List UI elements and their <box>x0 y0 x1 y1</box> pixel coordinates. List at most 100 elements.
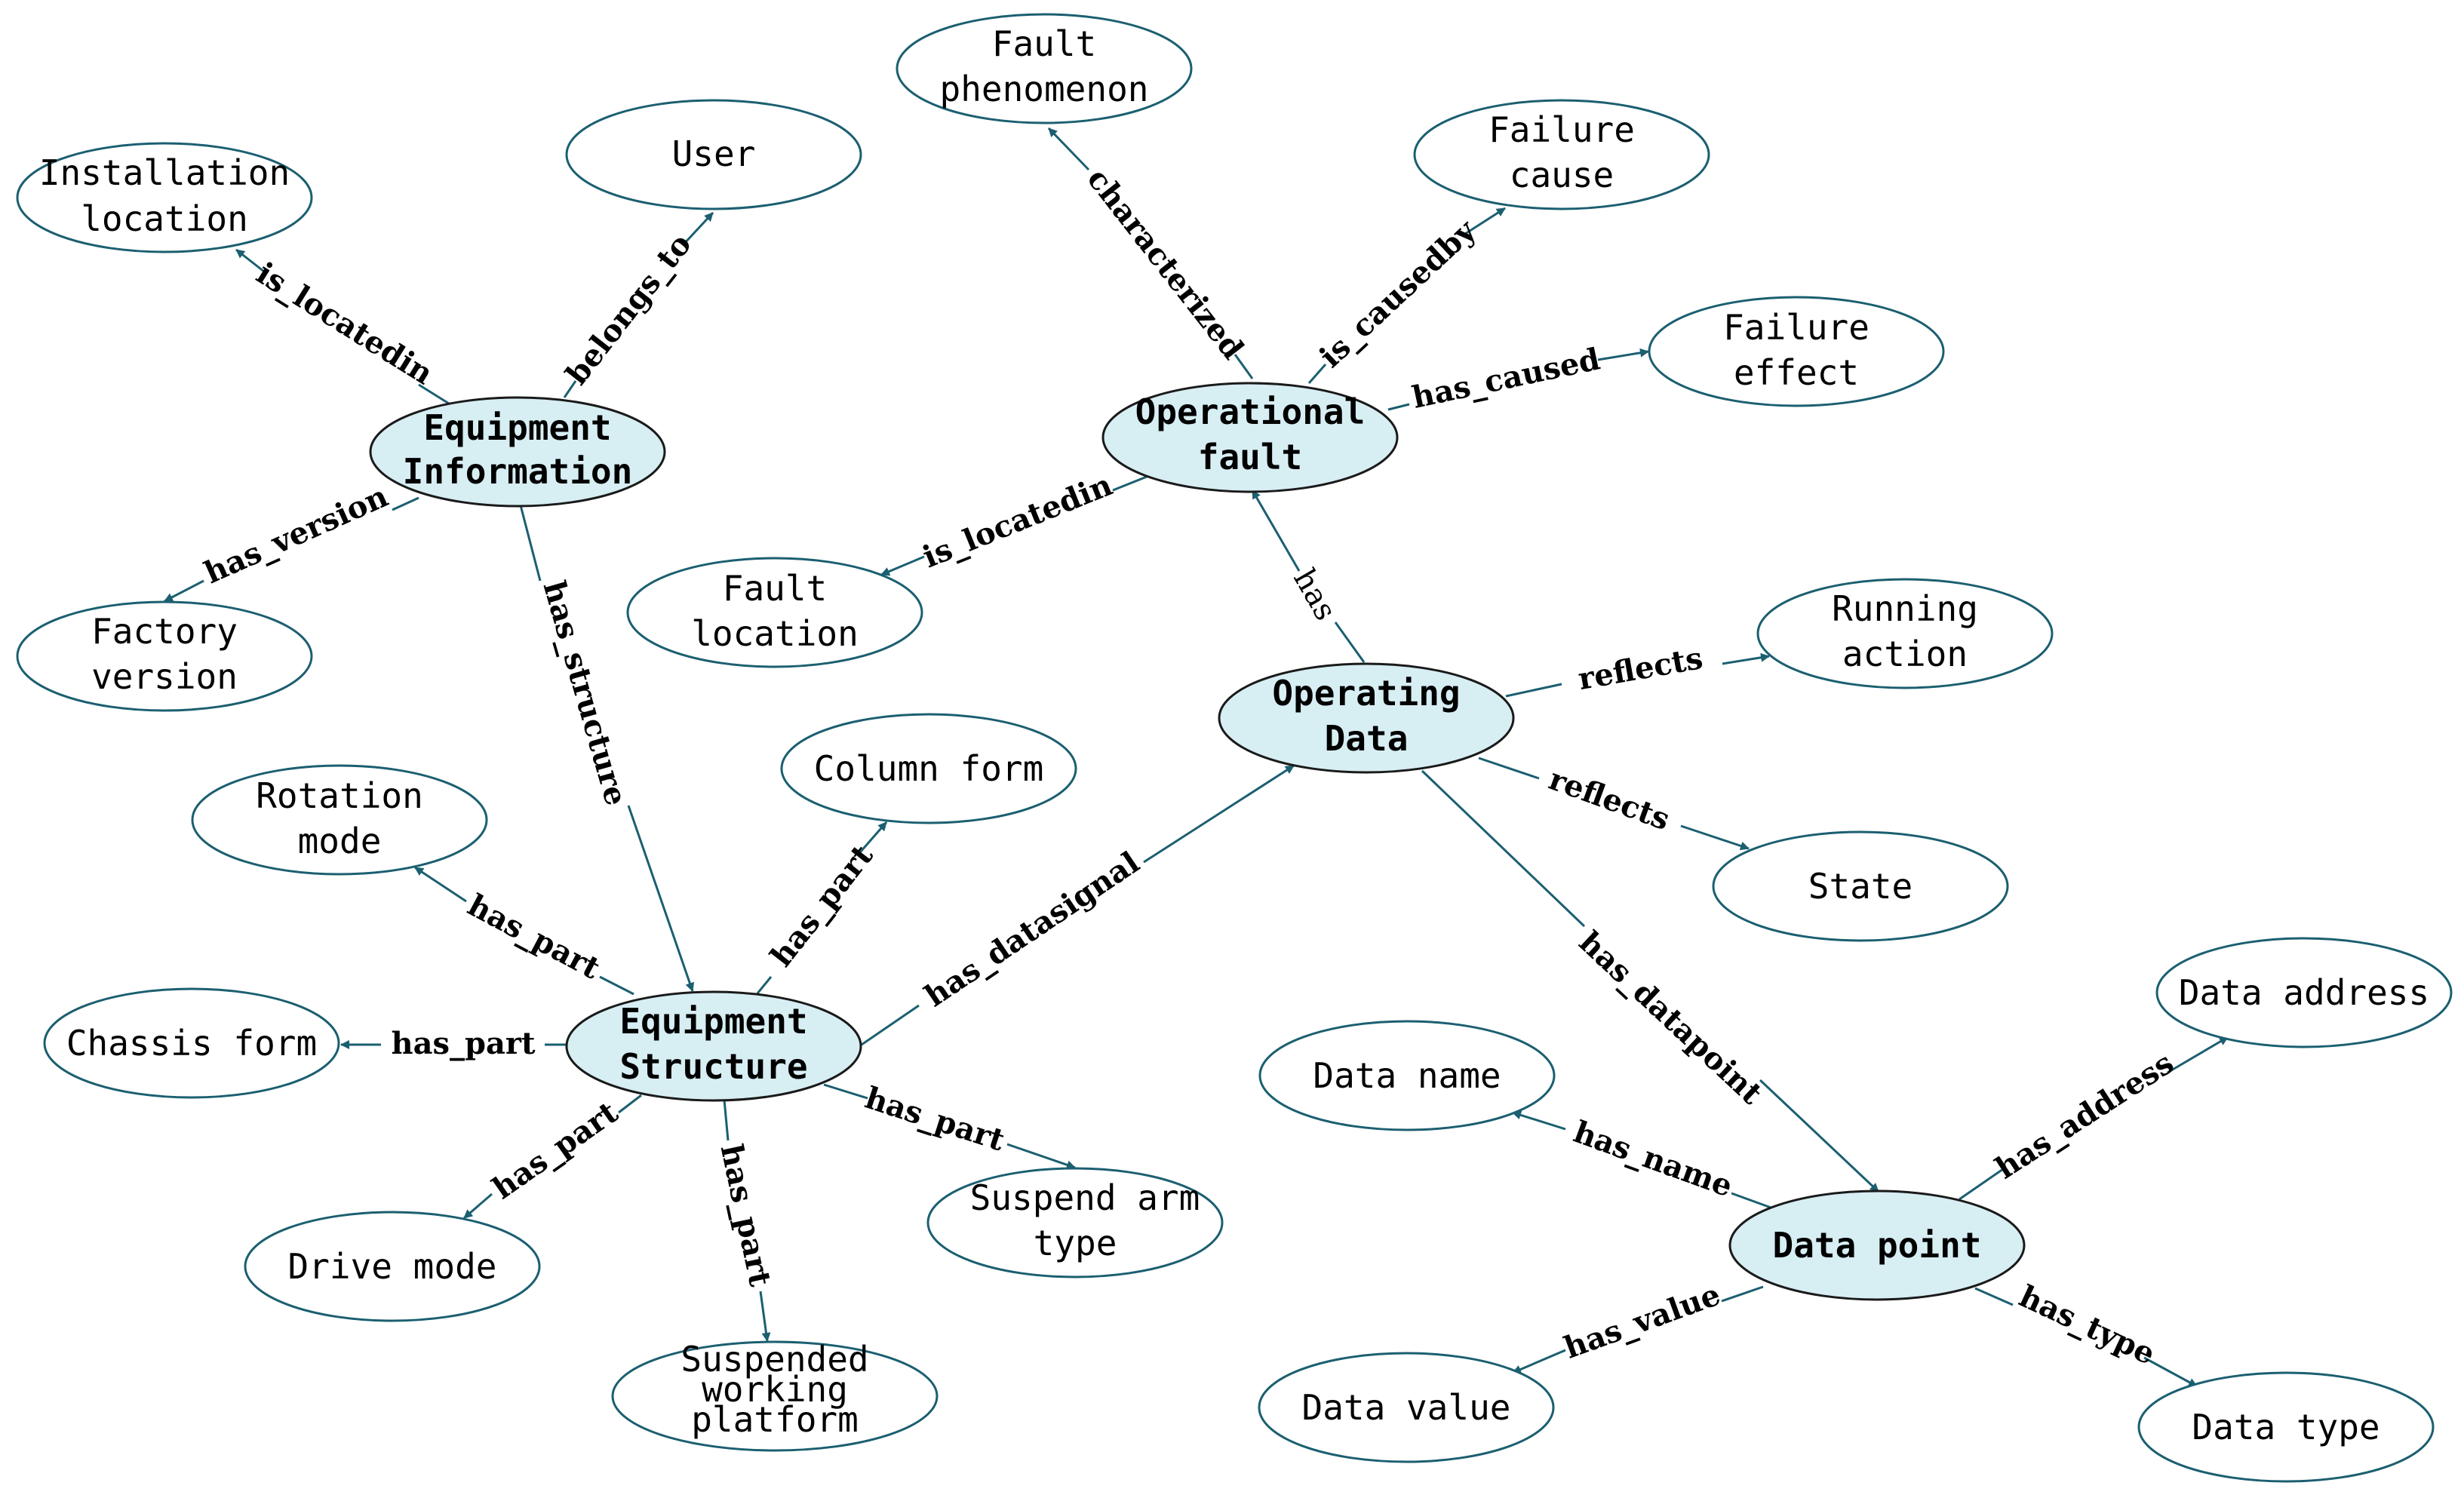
node-failure-effect: Failure effect <box>1648 296 1945 407</box>
edge-has-value: has_value <box>1512 1277 1764 1374</box>
svg-text:working: working <box>702 1369 848 1410</box>
node-operational-fault: Operational fault <box>1101 382 1399 493</box>
svg-text:Running: Running <box>1832 588 1978 629</box>
edge-label: has_part <box>861 1080 1009 1159</box>
svg-text:Data point: Data point <box>1773 1225 1982 1266</box>
node-column-form: Column form <box>780 713 1077 824</box>
svg-text:Data: Data <box>1325 718 1409 759</box>
svg-text:Fault: Fault <box>723 568 827 609</box>
svg-text:mode: mode <box>298 821 382 861</box>
node-user: User <box>565 99 862 210</box>
edge-label: is_locatedin <box>250 256 440 392</box>
node-data-type: Data type <box>2137 1371 2435 1483</box>
edge-label: has_part <box>763 838 880 974</box>
edge-has-part-platform: has_part <box>714 1099 779 1342</box>
node-fault-phenomenon: Fault phenomenon <box>896 13 1193 124</box>
node-data-address: Data address <box>2155 937 2453 1048</box>
edge-has-version: has_version <box>164 478 419 603</box>
svg-text:User: User <box>672 134 756 174</box>
node-rotation-mode: Rotation mode <box>191 764 488 876</box>
edge-label: reflects <box>1575 640 1705 697</box>
edge-has-name: has_name <box>1512 1110 1774 1210</box>
edge-is-locatedin-fault-location: is_locatedin <box>880 467 1148 576</box>
svg-text:Factory: Factory <box>91 611 238 652</box>
node-data-value: Data value <box>1258 1352 1555 1463</box>
svg-text:fault: fault <box>1198 437 1302 477</box>
edge-label: has_part <box>462 887 606 986</box>
edge-has-part-rotation: has_part <box>414 866 634 996</box>
edge-label: has_type <box>2014 1278 2160 1372</box>
node-chassis-form: Chassis form <box>43 987 340 1099</box>
edge-has-part-drive: has_part <box>463 1094 642 1220</box>
node-data-name: Data name <box>1258 1020 1556 1131</box>
svg-text:Suspended: Suspended <box>681 1339 868 1380</box>
svg-text:Equipment: Equipment <box>619 1001 807 1042</box>
svg-text:Data address: Data address <box>2179 972 2429 1013</box>
node-equipment-information: Equipment Information <box>369 396 666 508</box>
node-installation-location: Installation location <box>16 142 313 253</box>
edge-label: has_part <box>714 1141 779 1290</box>
edge-reflects-running-action: reflects <box>1505 640 1770 698</box>
svg-text:type: type <box>1034 1223 1117 1263</box>
svg-text:Rotation: Rotation <box>256 775 423 816</box>
node-fault-location: Fault location <box>626 557 923 668</box>
svg-text:effect: effect <box>1734 352 1859 393</box>
svg-text:platform: platform <box>691 1399 859 1440</box>
nodes: Equipment Information Operational fault … <box>16 13 2453 1483</box>
svg-text:Failure: Failure <box>1489 109 1635 150</box>
edge-label: has_value <box>1559 1277 1725 1366</box>
edge-label: is_locatedin <box>918 467 1117 575</box>
svg-text:Suspend arm: Suspend arm <box>970 1177 1200 1218</box>
edge-reflects-state: reflects <box>1478 757 1750 851</box>
edge-has-datapoint: has_datapoint <box>1421 769 1880 1193</box>
edge-label: has_part <box>392 1026 536 1061</box>
edge-label: has_structure <box>536 577 634 809</box>
edge-label: has_part <box>486 1094 625 1206</box>
node-failure-cause: Failure cause <box>1413 99 1710 210</box>
svg-text:Structure: Structure <box>619 1046 807 1087</box>
node-drive-mode: Drive mode <box>244 1211 541 1322</box>
node-operating-data: Operating Data <box>1218 662 1515 774</box>
svg-text:Data name: Data name <box>1313 1055 1501 1096</box>
svg-text:action: action <box>1842 634 1968 674</box>
edge-label: has <box>1286 563 1343 627</box>
edge-has: has <box>1251 490 1366 663</box>
svg-text:Chassis form: Chassis form <box>66 1023 317 1064</box>
node-equipment-structure: Equipment Structure <box>565 990 862 1102</box>
edge-label: has_datapoint <box>1572 924 1769 1111</box>
node-suspend-arm-type: Suspend arm type <box>926 1167 1224 1278</box>
node-suspended-working-platform: Suspended working platform <box>611 1339 939 1452</box>
edge-belongs-to: belongs_to <box>559 211 714 398</box>
edge-label: belongs_to <box>559 227 699 391</box>
svg-text:Equipment: Equipment <box>423 407 611 448</box>
svg-text:location: location <box>691 613 859 654</box>
svg-text:version: version <box>91 656 238 697</box>
node-factory-version: Factory version <box>16 600 313 712</box>
svg-text:Operating: Operating <box>1272 673 1460 714</box>
edge-label: has_version <box>199 478 393 591</box>
edge-has-type: has_type <box>1974 1278 2198 1388</box>
edge-has-part-arm: has_part <box>823 1080 1076 1170</box>
svg-text:Fault: Fault <box>992 23 1096 64</box>
edge-label: has_caused <box>1409 341 1603 416</box>
svg-text:location: location <box>81 198 248 239</box>
node-data-point: Data point <box>1728 1189 2026 1301</box>
edge-label: reflects <box>1544 761 1674 837</box>
svg-text:Drive mode: Drive mode <box>288 1246 497 1287</box>
edge-has-part-column: has_part <box>756 821 888 994</box>
edge-label: has_name <box>1569 1114 1737 1205</box>
svg-text:cause: cause <box>1510 155 1614 195</box>
edge-label: characterized <box>1080 161 1251 366</box>
edge-label: has_datasignal <box>918 845 1145 1014</box>
edge-characterized: characterized <box>1047 127 1254 379</box>
svg-text:Data type: Data type <box>2192 1407 2380 1447</box>
edge-label: is_causedby <box>1313 212 1484 375</box>
edge-has-address: has_address <box>1959 1036 2229 1201</box>
svg-text:Column form: Column form <box>814 748 1044 789</box>
edge-is-locatedin-installation: is_locatedin <box>235 248 450 405</box>
svg-text:Information: Information <box>403 451 633 492</box>
svg-text:State: State <box>1808 866 1913 907</box>
edge-is-causedby: is_causedby <box>1307 207 1506 384</box>
edge-has-caused: has_caused <box>1387 341 1649 416</box>
